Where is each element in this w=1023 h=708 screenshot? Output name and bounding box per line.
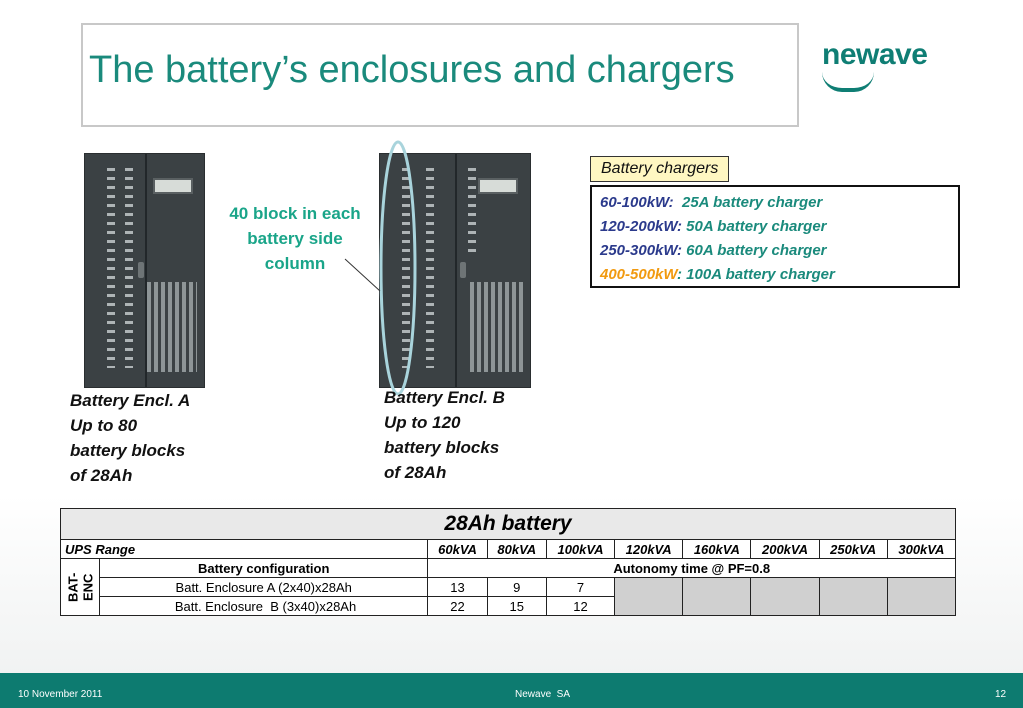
cabinet-handle bbox=[138, 262, 144, 278]
empty-cell bbox=[750, 577, 820, 616]
slide-title: The battery’s enclosures and chargers bbox=[89, 49, 735, 91]
enclosure-b-caption: Battery Encl. B Up to 120 battery blocks… bbox=[384, 385, 505, 485]
config-name: Batt. Enclosure B (3x40)x28Ah bbox=[98, 596, 429, 616]
chargers-box: 60-100kW: 25A battery charger 120-200kW:… bbox=[590, 185, 960, 288]
bat-enc-label: BAT-ENC bbox=[60, 558, 100, 616]
autonomy-cell: 9 bbox=[486, 577, 547, 597]
title-box: The battery’s enclosures and chargers bbox=[81, 23, 799, 127]
charger-range: 400-500kW bbox=[600, 266, 677, 283]
empty-cell bbox=[818, 577, 888, 616]
cabinet-display bbox=[153, 178, 193, 194]
rating-header: 60kVA bbox=[427, 539, 488, 559]
rating-header: 80kVA bbox=[486, 539, 547, 559]
charger-value: 60A battery charger bbox=[682, 242, 827, 259]
cabinet-vent bbox=[125, 168, 133, 368]
caption-line: Up to 80 bbox=[70, 416, 138, 435]
cabinet-grille bbox=[147, 282, 197, 372]
empty-cell bbox=[682, 577, 752, 616]
footer-bar: 10 November 2011 Newave SA 12 bbox=[0, 673, 1023, 708]
logo-text: newave bbox=[822, 38, 928, 71]
caption-line: battery blocks bbox=[70, 441, 186, 460]
caption-line: Up to 120 bbox=[384, 413, 461, 432]
enclosure-a-caption: Battery Encl. A Up to 80 battery blocks … bbox=[70, 388, 190, 488]
charger-value: : 100A battery charger bbox=[677, 266, 835, 283]
charger-row: 400-500kW: 100A battery charger bbox=[600, 263, 950, 287]
callout-line: 40 block in each bbox=[229, 204, 361, 223]
charger-row: 250-300kW: 60A battery charger bbox=[600, 239, 950, 263]
rating-header: 250kVA bbox=[818, 539, 888, 559]
table-title: 28Ah battery bbox=[60, 508, 956, 540]
cabinet-vent bbox=[426, 168, 434, 368]
cabinet-a-image bbox=[84, 153, 205, 388]
charger-range: 120-200kW: bbox=[600, 218, 682, 235]
cabinet-vent bbox=[402, 168, 410, 368]
callout-pointer bbox=[344, 258, 381, 292]
rating-header: 200kVA bbox=[750, 539, 820, 559]
cabinet-display bbox=[478, 178, 518, 194]
charger-row: 120-200kW: 50A battery charger bbox=[600, 215, 950, 239]
empty-cell bbox=[886, 577, 957, 616]
newave-logo: newave bbox=[822, 38, 928, 92]
autonomy-header: Autonomy time @ PF=0.8 bbox=[427, 558, 956, 578]
callout-line: battery side bbox=[247, 229, 343, 248]
autonomy-cell: 12 bbox=[545, 596, 616, 616]
caption-line: of 28Ah bbox=[384, 463, 447, 482]
rating-header: 160kVA bbox=[682, 539, 752, 559]
callout-line: column bbox=[264, 254, 326, 273]
cabinet-b-image bbox=[379, 153, 531, 388]
cabinet-vent bbox=[468, 168, 476, 258]
charger-value: 25A battery charger bbox=[673, 194, 823, 211]
callout-text: 40 block in each battery side column bbox=[210, 201, 380, 276]
cabinet-split bbox=[455, 154, 457, 387]
rating-header: 120kVA bbox=[614, 539, 684, 559]
logo-arc bbox=[822, 72, 874, 92]
charger-range: 60-100kW: bbox=[600, 194, 674, 211]
charger-range: 250-300kW: bbox=[600, 242, 682, 259]
chargers-heading: Battery chargers bbox=[590, 156, 730, 182]
empty-cell bbox=[614, 577, 684, 616]
cabinet-vent bbox=[107, 168, 115, 368]
autonomy-cell: 7 bbox=[545, 577, 616, 597]
ups-range-label: UPS Range bbox=[59, 539, 429, 559]
autonomy-cell: 22 bbox=[427, 596, 488, 616]
footer-page-number: 12 bbox=[995, 689, 1007, 700]
caption-line: Battery Encl. B bbox=[384, 388, 505, 407]
caption-line: Battery Encl. A bbox=[70, 391, 191, 410]
autonomy-cell: 15 bbox=[486, 596, 547, 616]
config-header: Battery configuration bbox=[98, 558, 429, 578]
caption-line: battery blocks bbox=[384, 438, 500, 457]
footer-date: 10 November 2011 bbox=[18, 689, 103, 700]
battery-table: 28Ah battery UPS Range 60kVA 80kVA 100kV… bbox=[59, 508, 957, 616]
caption-line: of 28Ah bbox=[70, 466, 133, 485]
cabinet-handle bbox=[460, 262, 466, 278]
rating-header: 100kVA bbox=[545, 539, 616, 559]
highlight-ellipse bbox=[379, 140, 417, 396]
footer-company: Newave SA bbox=[515, 689, 571, 700]
cabinet-split bbox=[144, 154, 147, 387]
charger-row: 60-100kW: 25A battery charger bbox=[600, 191, 950, 215]
autonomy-cell: 13 bbox=[427, 577, 488, 597]
config-name: Batt. Enclosure A (2x40)x28Ah bbox=[98, 577, 429, 597]
cabinet-grille bbox=[470, 282, 524, 372]
charger-value: 50A battery charger bbox=[682, 218, 827, 235]
rating-header: 300kVA bbox=[886, 539, 957, 559]
